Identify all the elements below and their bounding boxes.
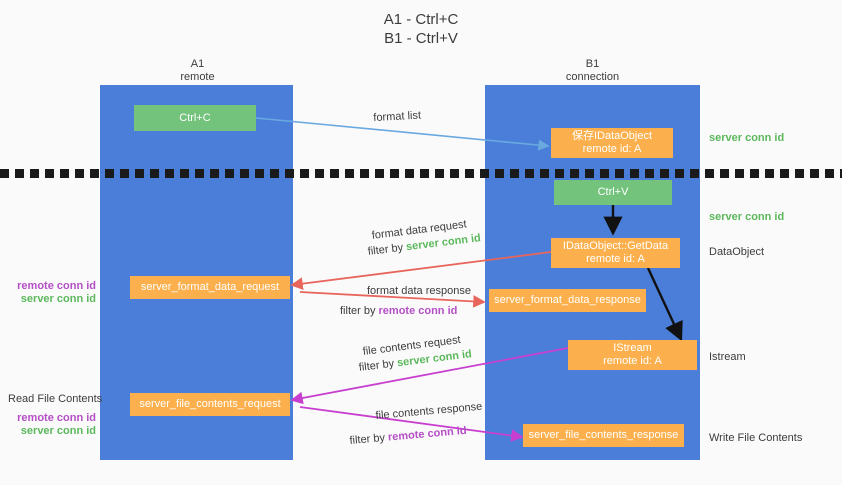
lane-header-b1-role: connection	[565, 71, 620, 83]
node-save-idataobject-line2: remote id: A	[582, 143, 642, 155]
annotation-istream: Istream	[709, 351, 746, 363]
node-server-file-contents-response-line1: server_file_contents_response	[528, 429, 679, 441]
node-server-format-data-response[interactable]: server_format_data_response	[489, 289, 646, 312]
edge-label-format-data-response-filter: filter by remote conn id	[340, 304, 457, 318]
node-save-idataobject-line1: 保存IDataObject	[571, 130, 653, 142]
node-ctrl-v-line1: Ctrl+V	[597, 186, 629, 198]
annotation-dataobject: DataObject	[709, 246, 765, 258]
lane-header-a1-role: remote	[180, 71, 215, 83]
node-server-format-data-response-line1: server_format_data_response	[494, 294, 641, 306]
arrow-file-contents-request	[290, 347, 569, 405]
arrow-format-data-request	[290, 251, 552, 290]
node-idataobject-getdata-line1: IDataObject::GetData	[562, 240, 669, 252]
node-idataobject-getdata-line2: remote id: A	[586, 253, 645, 265]
lane-header-b1: B1 connection	[525, 58, 660, 84]
node-server-file-contents-request[interactable]: server_file_contents_request	[130, 393, 290, 416]
phase-divider	[0, 169, 842, 178]
node-save-idataobject[interactable]: 保存IDataObject remote id: A	[551, 128, 673, 158]
arrow-file-contents-response	[299, 406, 524, 442]
node-ctrl-c[interactable]: Ctrl+C	[134, 105, 256, 131]
node-server-format-data-request[interactable]: server_format_data_request	[130, 276, 290, 299]
arrow-format-data-response	[299, 291, 486, 308]
node-server-format-data-request-line1: server_format_data_request	[140, 281, 280, 293]
filter-prefix-4: filter by	[349, 431, 389, 447]
filter-key-remote-conn-id-1: remote conn id	[378, 305, 458, 317]
lane-header-a1: A1 remote	[130, 58, 265, 84]
annotation-server-conn-id-top: server conn id	[709, 132, 785, 144]
annotation-server-conn-id-mid: server conn id	[709, 211, 785, 223]
edge-label-format-data-response: format data response	[367, 285, 471, 297]
node-istream[interactable]: IStream remote id: A	[568, 340, 697, 370]
annotation-read-file-contents: Read File Contents	[8, 393, 103, 405]
annotation-server-conn-id-1: server conn id	[20, 293, 96, 305]
node-istream-line2: remote id: A	[603, 355, 662, 367]
annotation-server-conn-id-2: server conn id	[20, 425, 96, 437]
node-ctrl-c-line1: Ctrl+C	[179, 111, 211, 124]
annotation-remote-conn-id-2: remote conn id	[17, 412, 96, 424]
arrow-format-list	[255, 117, 550, 151]
node-istream-line1: IStream	[613, 342, 652, 354]
title-line-2: B1 - Ctrl+V	[384, 30, 458, 47]
node-server-file-contents-request-line1: server_file_contents_request	[139, 398, 281, 410]
lane-header-b1-name: B1	[585, 58, 600, 70]
page-title: A1 - Ctrl+C B1 - Ctrl+V	[0, 10, 842, 48]
arrow-getdata-to-istream	[646, 267, 683, 342]
node-ctrl-v[interactable]: Ctrl+V	[554, 180, 672, 205]
edge-label-format-list: format list	[373, 109, 422, 124]
filter-prefix-2: filter by	[340, 305, 379, 317]
annotation-write-file-contents: Write File Contents	[709, 432, 803, 444]
annotation-remote-conn-id-1: remote conn id	[17, 280, 96, 292]
node-idataobject-getdata[interactable]: IDataObject::GetData remote id: A	[551, 238, 680, 268]
title-line-1: A1 - Ctrl+C	[383, 11, 459, 28]
lane-header-a1-name: A1	[190, 58, 205, 70]
node-server-file-contents-response[interactable]: server_file_contents_response	[523, 424, 684, 447]
